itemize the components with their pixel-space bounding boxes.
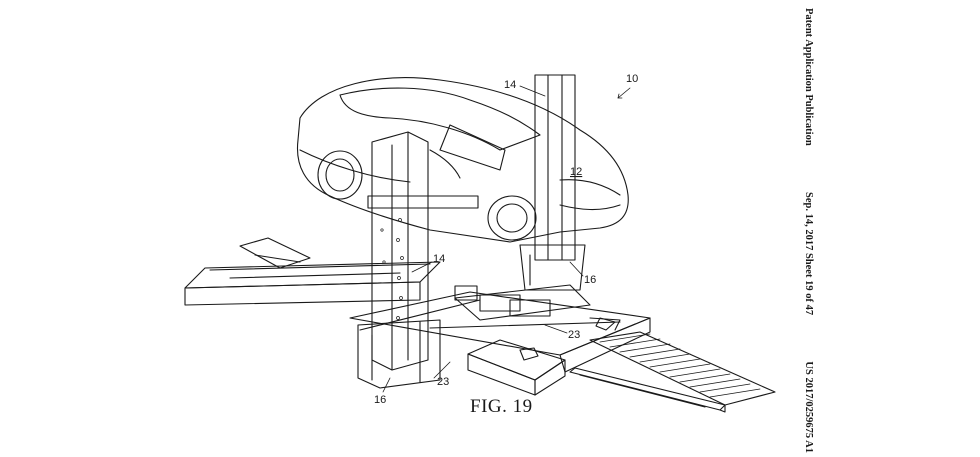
vehicle — [296, 77, 629, 243]
date-and-sheet: Sep. 14, 2017 Sheet 19 of 47 — [804, 192, 815, 315]
column-front — [357, 131, 441, 389]
roller-conveyor — [569, 331, 776, 413]
column-rear — [519, 74, 586, 291]
figure-caption: FIG. 19 — [470, 396, 533, 417]
ref-10: 10 — [626, 73, 638, 85]
base-track — [349, 284, 651, 373]
ref-14-front: 14 — [433, 253, 445, 265]
publication-type: Patent Application Publication — [803, 8, 815, 146]
ref-16-left: 16 — [374, 394, 386, 406]
reference-numerals: 10 12 14 14 16 16 23 23 — [374, 73, 638, 406]
ref-12: 12 — [570, 166, 582, 178]
ref-16-right: 16 — [584, 274, 596, 286]
publication-number: US 2017/0259675 A1 — [803, 361, 815, 453]
leader-lines — [382, 85, 631, 393]
ref-14-rear: 14 — [504, 79, 516, 91]
ref-23-left: 23 — [437, 376, 449, 388]
publication-date: Sep. 14, 2017 — [803, 192, 815, 251]
platform-left — [184, 237, 441, 306]
patent-header: Patent Application Publication Sep. 14, … — [800, 8, 818, 453]
block — [467, 339, 566, 396]
ref-23-right: 23 — [568, 329, 580, 341]
sheet-number: Sheet 19 of 47 — [803, 252, 815, 316]
